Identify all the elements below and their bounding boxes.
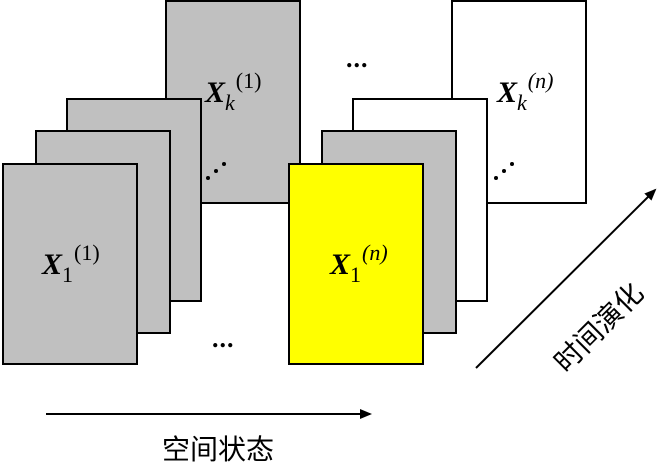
matrix-card-x1-1 [2, 163, 138, 365]
label-xk-n: Xk(n) [497, 70, 553, 114]
label-xk-1-sup: (1) [235, 68, 262, 93]
label-x1-1: X1(1) [42, 242, 100, 286]
label-x1-n-sup: (n) [362, 240, 388, 265]
temporal-arrow [475, 188, 657, 369]
label-xk-n-base: X [497, 76, 518, 109]
label-x1-1-base: X [42, 248, 63, 281]
label-x1-n-sub: 1 [350, 262, 362, 287]
label-xk-1-sub: k [225, 90, 235, 115]
label-xk-n-sup: (n) [527, 68, 554, 93]
diagonal-ellipsis-right [494, 158, 520, 184]
spatial-state-label: 空间状态 [162, 433, 275, 466]
label-xk-1: Xk(1) [205, 70, 261, 114]
label-xk-1-base: X [205, 76, 226, 109]
label-x1-1-sup: (1) [74, 240, 100, 265]
ellipsis-top: ... [346, 44, 369, 73]
label-xk-n-sub: k [517, 90, 527, 115]
diagonal-ellipsis-left [206, 158, 232, 184]
label-x1-n-base: X [330, 248, 351, 281]
label-x1-1-sub: 1 [62, 262, 74, 287]
label-x1-n: X1(n) [330, 242, 388, 286]
matrix-card-x1-n [288, 163, 424, 365]
ellipsis-bottom: ... [212, 324, 235, 353]
